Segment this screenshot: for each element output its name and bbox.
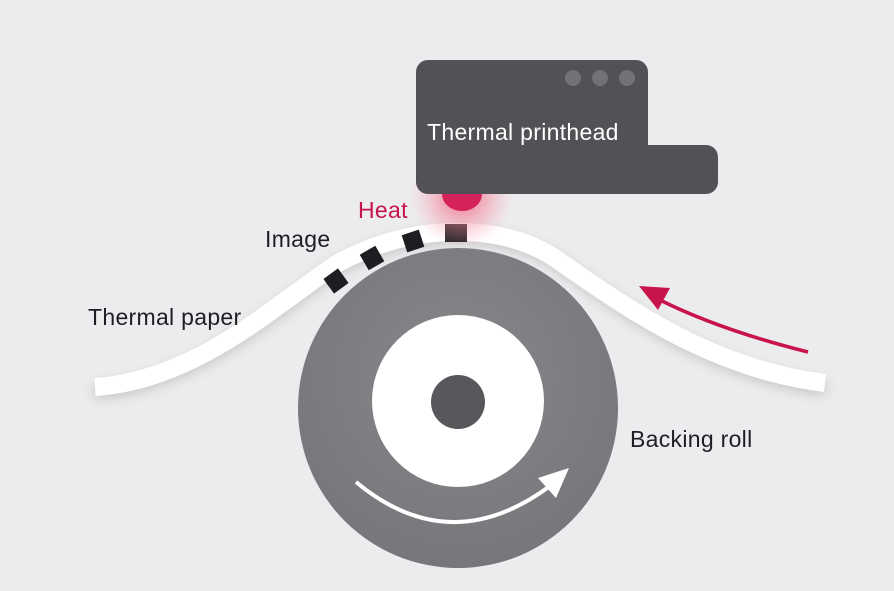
backing-roll: [298, 248, 618, 568]
rotation-arrow-icon: [354, 468, 569, 524]
image-mark: [323, 268, 349, 294]
image-mark: [359, 245, 385, 271]
label-image: Image: [265, 226, 330, 252]
label-thermal-paper: Thermal paper: [88, 304, 242, 330]
label-backing-roll: Backing roll: [630, 426, 753, 452]
label-heat: Heat: [358, 197, 408, 223]
label-printhead: Thermal printhead: [427, 119, 619, 145]
printhead-indicator-dots: [565, 70, 635, 86]
thermal-printhead: [416, 60, 718, 194]
paper-feed-arrow-icon: [639, 286, 809, 354]
roll-axle: [431, 375, 485, 429]
image-mark: [401, 229, 425, 253]
